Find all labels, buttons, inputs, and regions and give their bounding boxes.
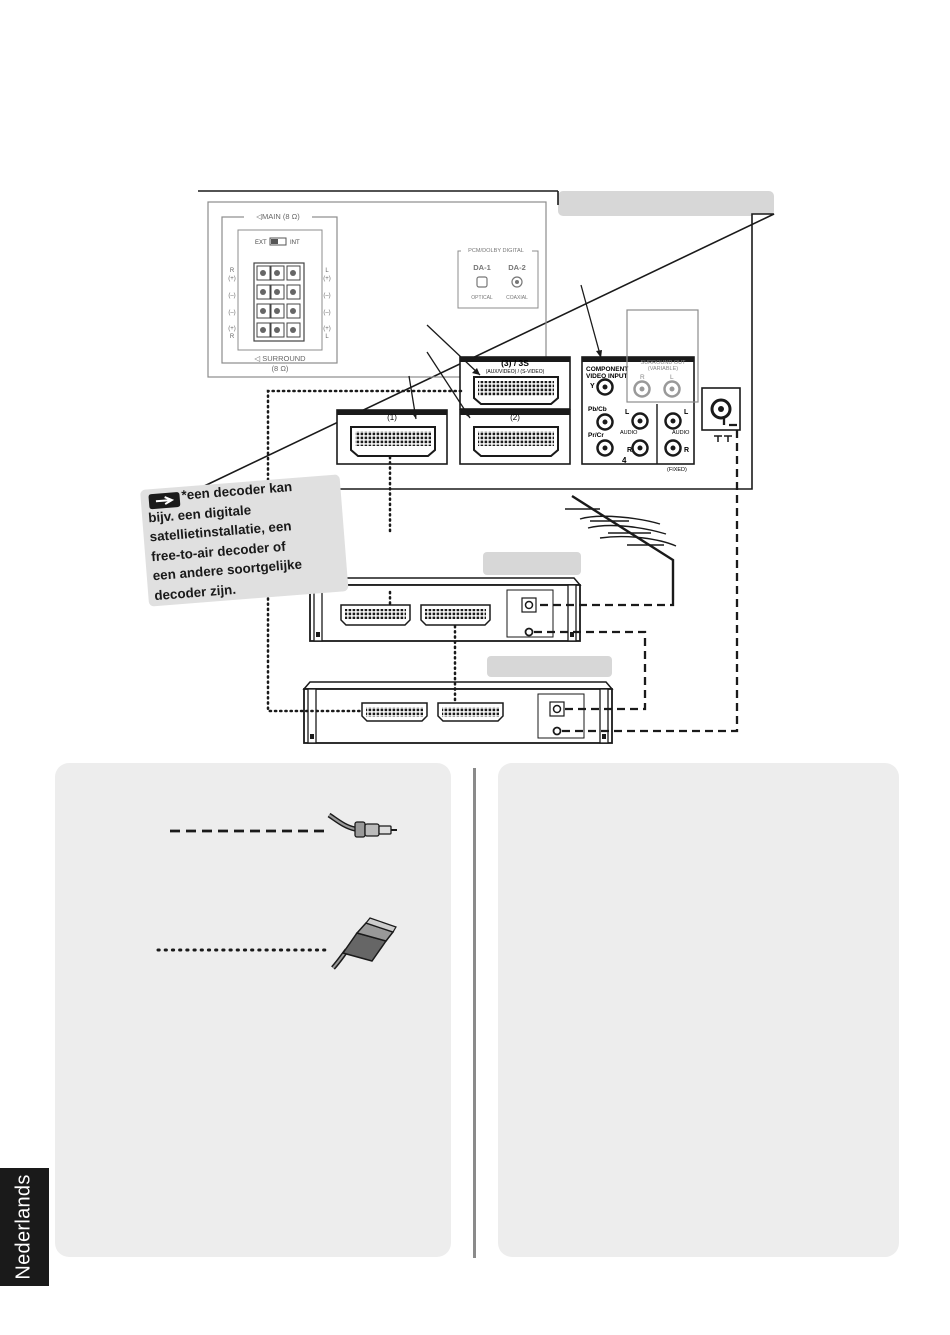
decoder-device — [302, 681, 614, 744]
scart-1-socket[interactable]: (1) — [336, 409, 448, 465]
surround-speaker-ohm: (8 Ω) — [272, 364, 289, 373]
surround-out-block: SURROUND OUT (VARIABLE) R L — [626, 309, 699, 403]
fixed-audio-l-label: L — [684, 409, 689, 416]
fixed-audio-r-label: R — [684, 447, 689, 454]
decoder-antenna-out[interactable] — [552, 726, 562, 736]
panel-divider — [473, 768, 476, 1258]
speaker-l-label-6: L — [325, 334, 329, 340]
connection-diagram: ◁MAIN (8 Ω) EXT INT R (+) (–) (–) (+) R … — [140, 190, 775, 744]
surround-out-l-label: L — [670, 374, 674, 381]
language-label: Nederlands — [12, 1174, 35, 1280]
vcr-antenna-out[interactable] — [524, 627, 534, 637]
legend-panel — [55, 763, 451, 1257]
speaker-l-label-4: (–) — [323, 310, 330, 316]
speaker-r-label-1: R — [230, 268, 235, 274]
optical-port[interactable] — [476, 276, 488, 288]
surround-out-subtitle: (VARIABLE) — [648, 366, 678, 372]
ext-label: EXT — [255, 240, 267, 246]
coaxial-plug-icon — [327, 812, 397, 838]
scart-plug-icon — [331, 917, 397, 970]
digital-audio-block: PCM/DOLBY DIGITAL DA-1 DA-2 OPTICAL COAX… — [457, 246, 539, 309]
decoder-label-bar — [487, 656, 612, 677]
digital-block-title: PCM/DOLBY DIGITAL — [468, 248, 524, 254]
info-panel — [498, 763, 899, 1257]
surround-out-title: SURROUND OUT — [641, 360, 687, 366]
cable-legend — [156, 812, 397, 970]
optical-label: OPTICAL — [471, 295, 493, 301]
antenna-icon — [565, 494, 677, 600]
component-title-2: VIDEO INPUT — [586, 373, 628, 380]
input4-label: 4 — [622, 456, 627, 465]
speaker-r-label-6: R — [230, 334, 235, 340]
component-video-block: COMPONENT VIDEO INPUT Y Pb/Cb Pr/Cr L AU… — [581, 356, 695, 473]
speaker-r-label-4: (–) — [228, 310, 235, 316]
speaker-r-label-2: (+) — [228, 276, 236, 282]
main-speaker-label: ◁MAIN (8 Ω) — [256, 212, 300, 221]
scart-3-label: (3) / 3S — [501, 358, 529, 368]
tv-antenna-input[interactable] — [701, 387, 741, 442]
scart-3-socket[interactable]: (3) / 3S (AUX/VIDEO) / (S-VIDEO) — [459, 356, 571, 410]
ext-int-switch[interactable] — [269, 237, 287, 246]
fixed-label: (FIXED) — [667, 467, 687, 473]
scart-2-socket[interactable]: (2) — [459, 409, 571, 465]
vcr-label-bar — [483, 552, 581, 575]
fixed-audio-label: AUDIO — [672, 430, 690, 436]
speaker-l-label-2: (+) — [323, 276, 331, 282]
speaker-r-label-3: (–) — [228, 293, 235, 299]
scart-1-label: (1) — [387, 413, 397, 422]
tv-label-bar — [558, 191, 774, 216]
surround-speaker-label: ◁ SURROUND — [254, 354, 306, 363]
surround-out-r-label: R — [640, 374, 645, 381]
scart-3-sublabel: (AUX/VIDEO) / (S-VIDEO) — [486, 369, 545, 375]
speaker-r-label-5: (+) — [228, 326, 236, 332]
speaker-terminals: ◁MAIN (8 Ω) EXT INT R (+) (–) (–) (+) R … — [221, 212, 338, 373]
pointer-arrows — [408, 284, 602, 420]
component-pb-label: Pb/Cb — [588, 406, 607, 413]
input4-audio-r-label: R — [627, 447, 632, 454]
language-tab: Nederlands — [0, 1168, 49, 1286]
speaker-l-label-5: (+) — [323, 326, 331, 332]
decoder-callout: *een decoder kan bijv. een digitale sate… — [140, 474, 349, 607]
component-y-label: Y — [590, 383, 595, 390]
int-label: INT — [290, 240, 300, 246]
da1-label: DA-1 — [473, 263, 491, 272]
input4-audio-l-label: L — [625, 409, 630, 416]
component-pr-label: Pr/Cr — [588, 432, 604, 439]
scart-2-label: (2) — [510, 413, 520, 422]
speaker-l-label-1: L — [325, 268, 329, 274]
speaker-l-label-3: (–) — [323, 293, 330, 299]
coaxial-cables — [534, 416, 739, 733]
input4-audio-label: AUDIO — [620, 430, 638, 436]
da2-label: DA-2 — [508, 263, 526, 272]
component-title-1: COMPONENT — [586, 366, 628, 373]
vcr-device — [308, 577, 582, 642]
coaxial-label: COAXIAL — [506, 295, 528, 301]
